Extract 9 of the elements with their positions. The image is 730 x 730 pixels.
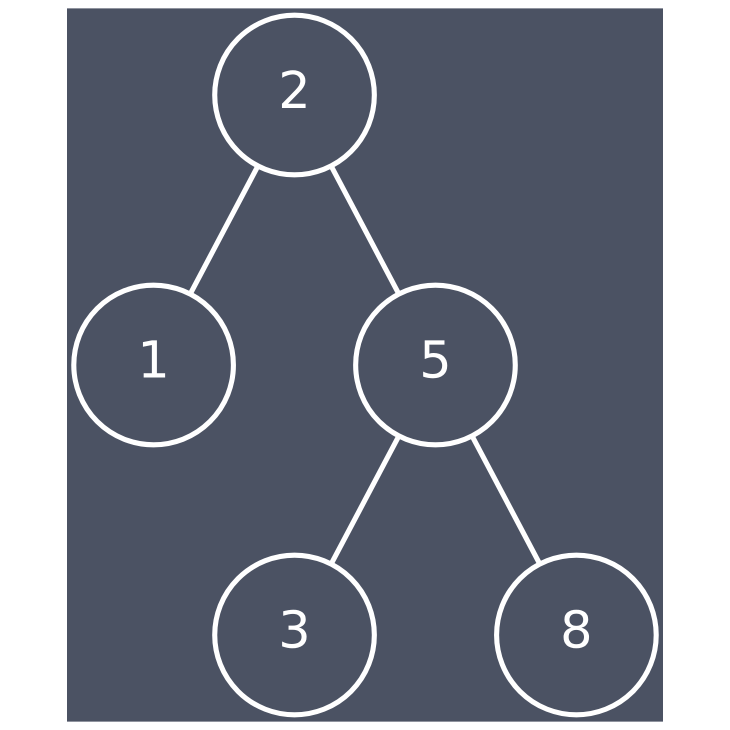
connector (188, 164, 260, 296)
node-circle: 5 (353, 282, 518, 448)
node-circle: 3 (212, 552, 377, 718)
connector (470, 434, 542, 565)
node-circle: 8 (494, 552, 659, 718)
connector (328, 164, 401, 296)
connector (329, 434, 402, 565)
node-circle: 1 (71, 282, 236, 448)
node-circle: 2 (212, 12, 377, 178)
